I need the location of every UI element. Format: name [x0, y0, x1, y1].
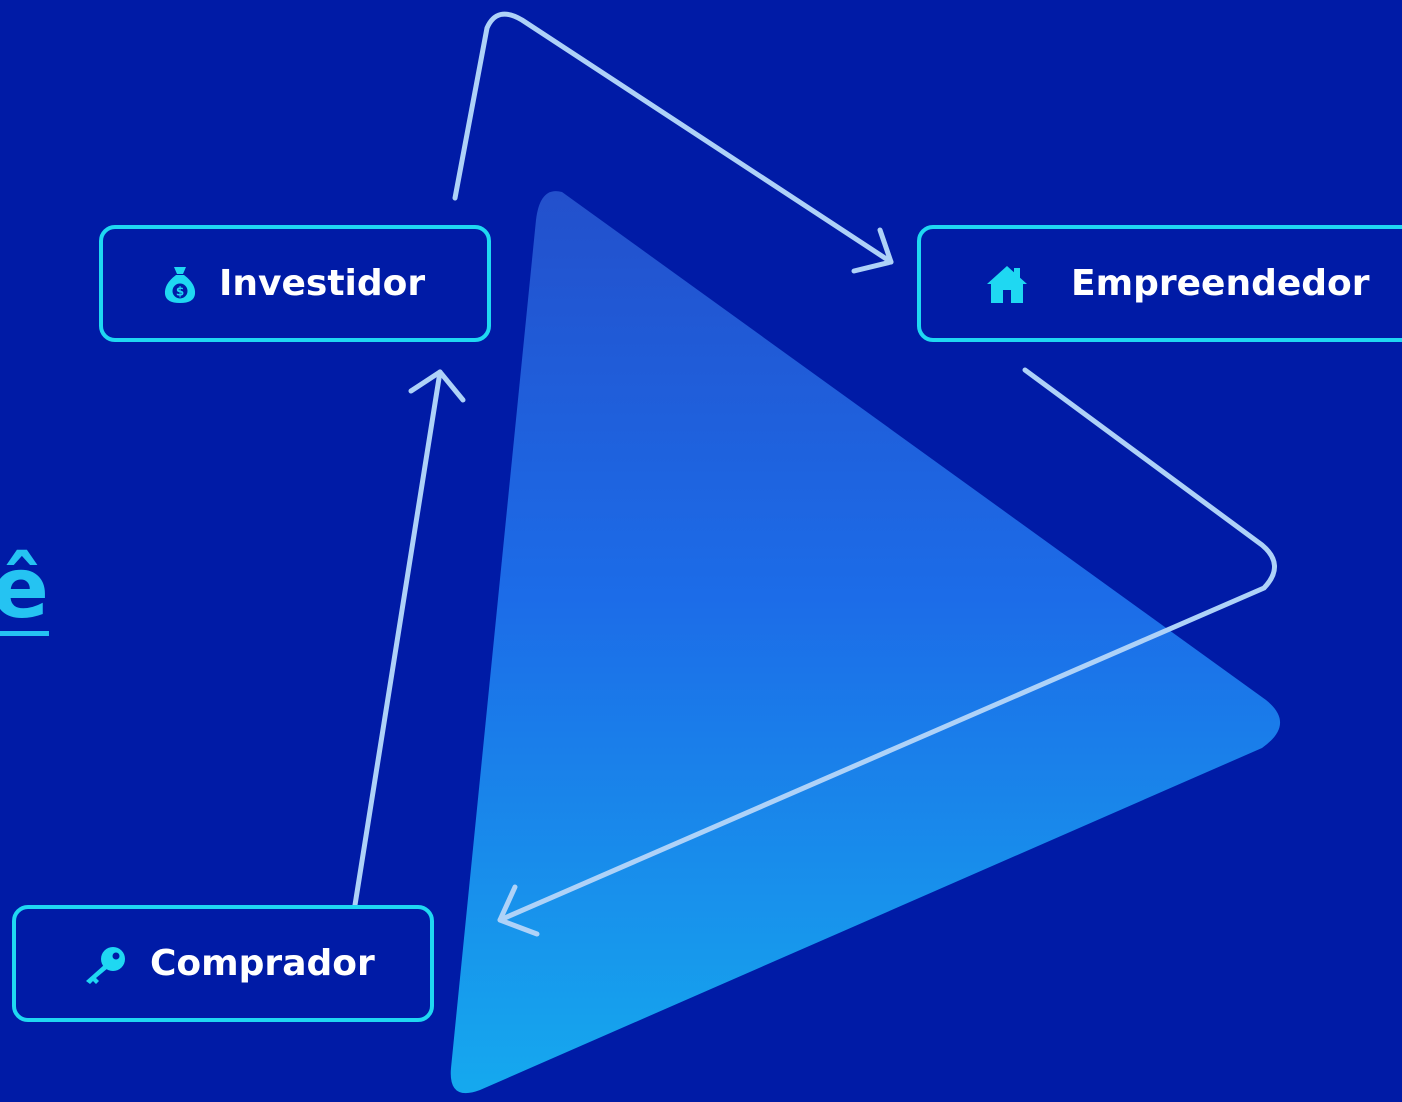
house-icon: [985, 263, 1029, 305]
cropped-heading-fragment: ê: [0, 539, 49, 637]
background-triangle: [450, 191, 1281, 1094]
arrowhead-comprador: [497, 884, 540, 937]
arrowhead-empreendedor: [851, 227, 894, 274]
arrow-comprador-to-investidor: [352, 369, 443, 908]
arrowhead-investidor: [408, 369, 466, 403]
node-empreendedor: Empreendedor: [917, 225, 1402, 342]
key-icon: [82, 944, 128, 984]
svg-text:$: $: [176, 284, 184, 298]
node-label-investidor: Investidor: [219, 263, 426, 304]
money-bag-icon: $: [163, 264, 197, 304]
node-investidor: $ Investidor: [99, 225, 491, 342]
node-label-empreendedor: Empreendedor: [1071, 263, 1370, 304]
node-label-comprador: Comprador: [150, 943, 375, 984]
arrow-empreendedor-to-comprador: [497, 367, 1277, 923]
node-comprador: Comprador: [12, 905, 434, 1022]
arrow-investidor-to-empreendedor: [452, 11, 894, 265]
